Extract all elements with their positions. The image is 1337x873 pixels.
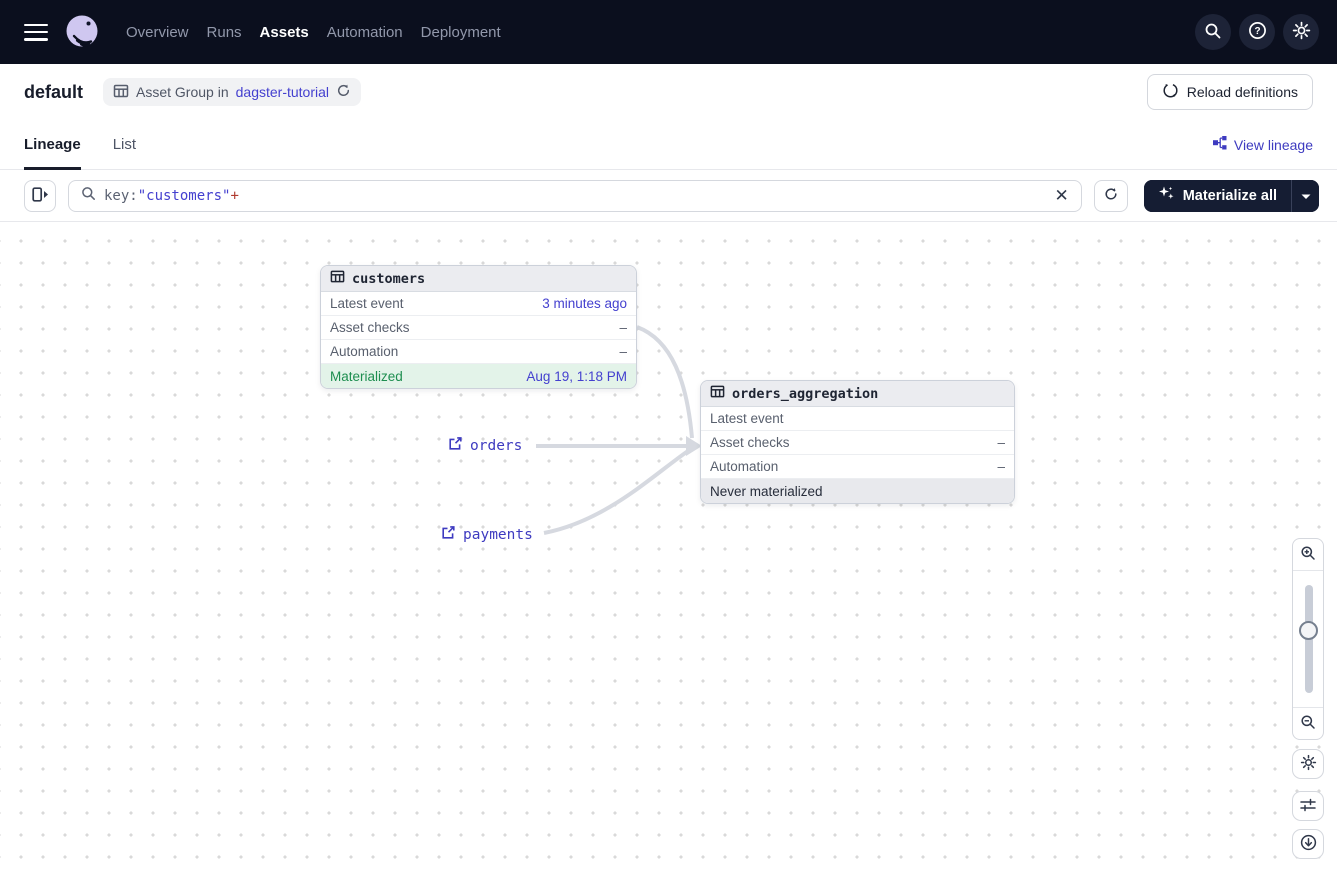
settings-button[interactable] [1283, 14, 1319, 50]
zoom-in-button[interactable] [1293, 539, 1323, 571]
materialize-button-group: Materialize all [1143, 179, 1319, 212]
panel-expand-icon [31, 186, 49, 205]
recenter-view-button[interactable] [1292, 829, 1324, 859]
asset-row-latest-event: Latest event [701, 407, 1014, 431]
latest-event-link[interactable]: 3 minutes ago [542, 296, 627, 311]
nav-item-automation[interactable]: Automation [326, 23, 403, 41]
search-button[interactable] [1195, 14, 1231, 50]
table-icon [113, 83, 129, 102]
view-lineage-label: View lineage [1233, 136, 1313, 153]
graph-settings-button[interactable] [1292, 749, 1324, 779]
status-badge: Never materialized [710, 483, 823, 499]
nav-item-assets[interactable]: Assets [259, 23, 309, 41]
materialized-time-link[interactable]: Aug 19, 1:18 PM [526, 368, 627, 384]
arrow-down-circle-icon [1300, 834, 1317, 854]
external-asset-orders[interactable]: orders [448, 436, 522, 455]
code-location-link[interactable]: dagster-tutorial [235, 84, 330, 100]
materialize-all-button[interactable]: Materialize all [1143, 179, 1291, 212]
page-header: default Asset Group in dagster-tutorial … [0, 64, 1337, 120]
asset-node-header: orders_aggregation [701, 381, 1014, 407]
badge-text: Asset Group in [136, 84, 229, 100]
asset-node-header: customers [321, 266, 636, 292]
asset-node-customers[interactable]: customers Latest event 3 minutes ago Ass… [320, 265, 637, 389]
sparkle-icon [1158, 185, 1175, 206]
graph-filters-button[interactable] [1292, 791, 1324, 821]
dagster-logo-icon[interactable] [62, 12, 102, 52]
external-link-icon [448, 436, 463, 455]
nav-item-overview[interactable]: Overview [126, 23, 189, 41]
sliders-icon [1300, 798, 1316, 815]
materialize-all-label: Materialize all [1182, 187, 1277, 204]
asset-row-automation: Automation – [701, 455, 1014, 479]
external-asset-label: payments [463, 526, 533, 543]
view-lineage-link[interactable]: View lineage [1212, 120, 1313, 169]
asset-row-asset-checks: Asset checks – [321, 316, 636, 340]
primary-nav: Overview Runs Assets Automation Deployme… [126, 24, 501, 41]
search-query-text: key:"customers"+ [104, 187, 239, 204]
top-navbar: Overview Runs Assets Automation Deployme… [0, 0, 1337, 64]
external-asset-payments[interactable]: payments [441, 525, 533, 544]
table-icon [710, 384, 725, 403]
refresh-icon [1103, 186, 1119, 205]
reload-icon [1162, 82, 1179, 102]
asset-name: orders_aggregation [732, 385, 879, 402]
help-button[interactable]: ? [1239, 14, 1275, 50]
asset-row-materialized: Materialized Aug 19, 1:18 PM [321, 364, 636, 388]
zoom-out-icon [1300, 714, 1316, 733]
refresh-graph-button[interactable] [1093, 179, 1128, 212]
asset-node-orders-aggregation[interactable]: orders_aggregation Latest event Asset ch… [700, 380, 1015, 504]
menu-icon[interactable] [24, 23, 48, 41]
external-asset-label: orders [470, 437, 523, 454]
help-icon: ? [1248, 21, 1267, 43]
search-icon [1204, 22, 1222, 43]
asset-name: customers [352, 270, 426, 287]
svg-text:?: ? [1254, 26, 1260, 37]
asset-row-never-materialized: Never materialized [701, 479, 1014, 503]
lineage-edges [536, 325, 702, 535]
gear-icon [1292, 21, 1311, 43]
search-icon [81, 186, 96, 206]
lineage-toolbar: key:"customers"+ ✕ Materialize all [0, 170, 1337, 222]
active-tab-underline [24, 167, 81, 170]
zoom-control-panel [1292, 538, 1324, 740]
tab-lineage-label: Lineage [24, 136, 81, 153]
table-icon [330, 269, 345, 288]
lineage-canvas[interactable]: customers Latest event 3 minutes ago Ass… [0, 222, 1337, 873]
expand-sidebar-button[interactable] [24, 179, 56, 212]
tabs-bar: Lineage List View lineage [0, 120, 1337, 170]
nav-item-deployment[interactable]: Deployment [420, 23, 501, 41]
zoom-in-icon [1300, 545, 1316, 564]
chevron-down-icon [1301, 188, 1311, 203]
zoom-slider-thumb[interactable] [1299, 621, 1318, 640]
materialize-dropdown-button[interactable] [1291, 179, 1319, 212]
gear-icon [1300, 754, 1317, 774]
asset-search-input[interactable]: key:"customers"+ ✕ [68, 179, 1082, 212]
clear-search-icon[interactable]: ✕ [1054, 186, 1069, 205]
zoom-slider[interactable] [1293, 571, 1323, 707]
nav-item-runs[interactable]: Runs [206, 23, 242, 41]
reload-label: Reload definitions [1186, 84, 1298, 100]
lineage-graph-icon [1212, 135, 1228, 154]
sync-icon[interactable] [336, 83, 351, 101]
asset-row-automation: Automation – [321, 340, 636, 364]
tab-list-label: List [112, 136, 137, 153]
external-link-icon [441, 525, 456, 544]
asset-row-latest-event: Latest event 3 minutes ago [321, 292, 636, 316]
reload-definitions-button[interactable]: Reload definitions [1146, 74, 1313, 110]
zoom-out-button[interactable] [1293, 707, 1323, 739]
asset-row-asset-checks: Asset checks – [701, 431, 1014, 455]
page-title: default [24, 81, 84, 102]
asset-group-badge: Asset Group in dagster-tutorial [103, 78, 362, 106]
tab-lineage[interactable]: Lineage [24, 120, 81, 170]
status-badge: Materialized [330, 368, 403, 384]
tab-list[interactable]: List [113, 120, 136, 169]
